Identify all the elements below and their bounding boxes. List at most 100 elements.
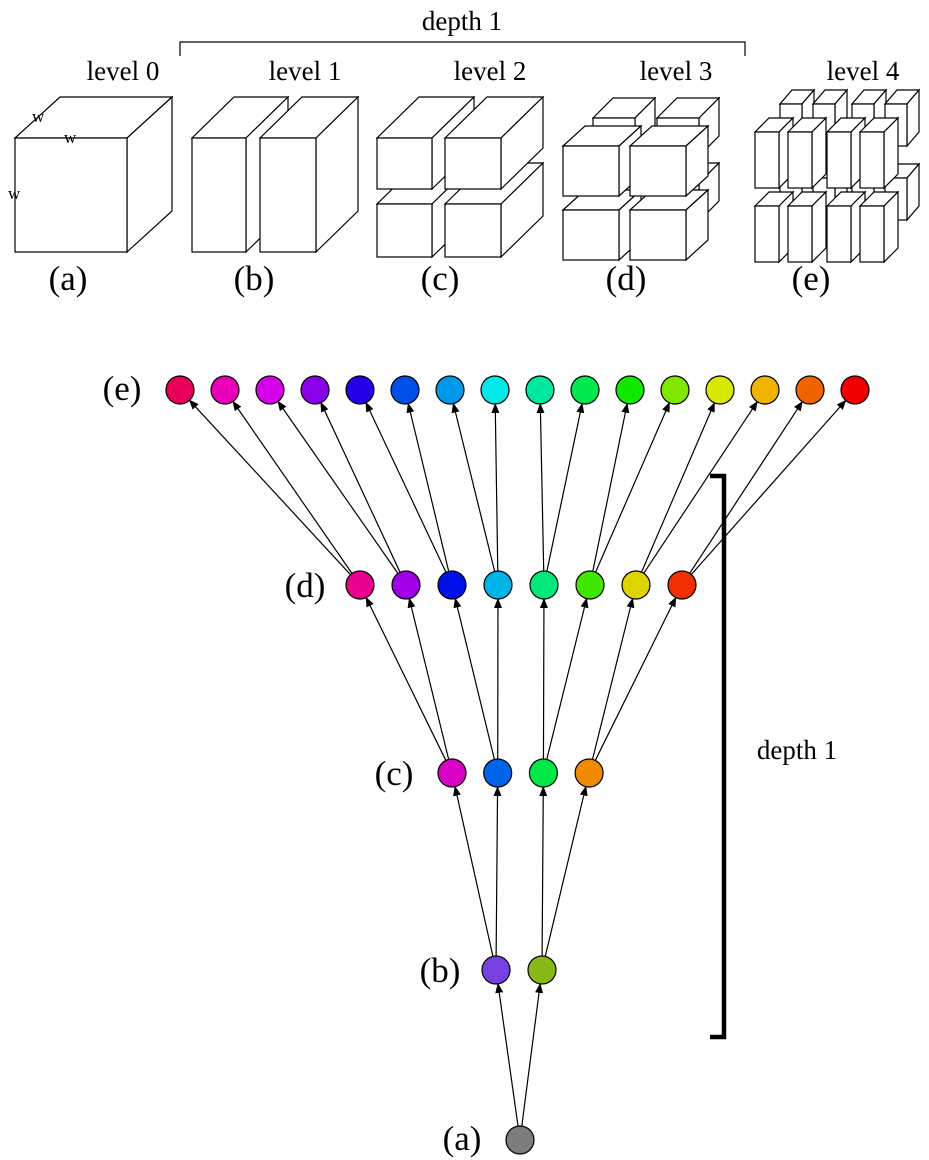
node-e-14 [795,375,825,405]
node-e-4 [345,375,375,405]
cube-level-3-front-tl [561,124,643,198]
node-e-6 [435,375,465,405]
cube-level-1-right [258,95,360,254]
node-e-8 [525,375,555,405]
cube-level-4-front-bottom-1 [786,190,828,264]
arrow-a0-to-b0 [495,982,519,1127]
arrow-c1-to-d2 [453,597,495,760]
depth-label-top: depth 1 [422,6,502,36]
arrow-d7-to-e14 [689,400,803,574]
cube-level-4-front-top-0 [753,116,795,190]
cube-level-0 [13,95,174,254]
caption-c-top: (c) [421,259,460,298]
level-1-label: level 1 [269,56,342,86]
level-3-label: level 3 [640,56,713,86]
level-2-label: level 2 [454,56,527,86]
node-e-10 [615,375,645,405]
node-e-5 [390,375,420,405]
node-d-0 [345,570,375,600]
node-d-3 [483,570,513,600]
node-a-0 [505,1125,535,1155]
caption-e-top: (e) [792,259,831,298]
cube-level-4-front-bottom-2 [825,190,867,264]
arrow-b0-to-c0 [453,785,494,957]
tree-nodes [165,375,870,1155]
node-e-0 [165,375,195,405]
node-b-1 [527,955,557,985]
arrow-c2-to-d5 [546,597,589,760]
arrow-c2-to-d4 [539,597,548,760]
node-e-7 [480,375,510,405]
node-d-7 [667,570,697,600]
arrow-d2-to-e4 [365,401,447,573]
arrow-a0-to-b1 [521,982,544,1127]
node-e-15 [840,375,870,405]
node-e-1 [210,375,240,405]
node-c-3 [574,758,604,788]
arrow-d5-to-e10 [592,402,630,572]
caption-a-top: (a) [49,259,88,298]
w-label-depth: w [32,107,45,126]
arrow-b1-to-c2 [539,785,548,957]
arrow-b0-to-c1 [493,785,502,957]
node-b-0 [481,955,511,985]
arrow-d4-to-e9 [546,402,585,572]
arrow-d1-to-e3 [320,401,401,573]
subdivided-cubes [13,88,921,264]
arrow-d4-to-e8 [536,402,545,572]
depth-bracket-top: depth 1 [179,6,746,56]
w-label-height: w [8,184,21,203]
arrow-d0-to-e1 [232,400,353,574]
arrow-c3-to-d6 [591,597,635,760]
level-4-label: level 4 [827,56,900,86]
arrow-d3-to-e7 [491,402,500,572]
arrow-d6-to-e12 [640,401,716,573]
node-d-4 [529,570,559,600]
arrow-c0-to-d0 [365,596,447,761]
node-e-13 [750,375,780,405]
row-label-c: (c) [375,754,414,793]
w-label-width: w [64,128,77,147]
cube-level-3-front-bl [561,188,643,262]
node-c-1 [483,758,513,788]
row-label-a: (a) [443,1119,482,1158]
level-0-label: level 0 [87,56,160,86]
arrow-d2-to-e5 [406,402,450,572]
row-label-e: (e) [103,369,142,408]
node-e-2 [255,375,285,405]
arrow-c0-to-d1 [407,597,450,760]
node-d-2 [437,570,467,600]
cube-level-3-front-br [628,188,710,262]
arrow-d7-to-e15 [690,399,847,575]
row-label-b: (b) [420,951,461,990]
cube-level-3-front-tr [628,124,710,198]
node-e-11 [660,375,690,405]
depth-label-tree: depth 1 [757,735,837,765]
cube-level-4-front-top-2 [825,116,867,190]
node-c-2 [528,758,559,788]
row-label-d: (d) [285,566,326,605]
arrow-d5-to-e11 [595,401,670,573]
cube-level-4-front-top-3 [858,116,900,190]
arrow-d3-to-e6 [451,402,496,572]
caption-d-top: (d) [606,259,647,298]
node-e-12 [705,375,735,405]
arrow-c3-to-d7 [594,596,677,761]
node-c-0 [437,758,467,788]
node-e-9 [570,375,600,405]
cube-level-4-front-top-1 [786,116,828,190]
node-d-6 [621,570,651,600]
arrow-d1-to-e2 [277,400,399,574]
cube-level-4-front-bottom-0 [753,190,795,264]
arrow-d0-to-e0 [188,399,351,576]
node-d-1 [391,570,421,600]
arrow-b1-to-c3 [544,785,588,957]
depth-bracket-tree: depth 1 [710,473,837,1040]
caption-b-top: (b) [234,259,275,298]
arrow-d6-to-e13 [643,400,758,574]
node-d-5 [575,570,605,600]
cube-level-4-front-bottom-3 [858,190,900,264]
cube-level-2-br [443,161,545,259]
